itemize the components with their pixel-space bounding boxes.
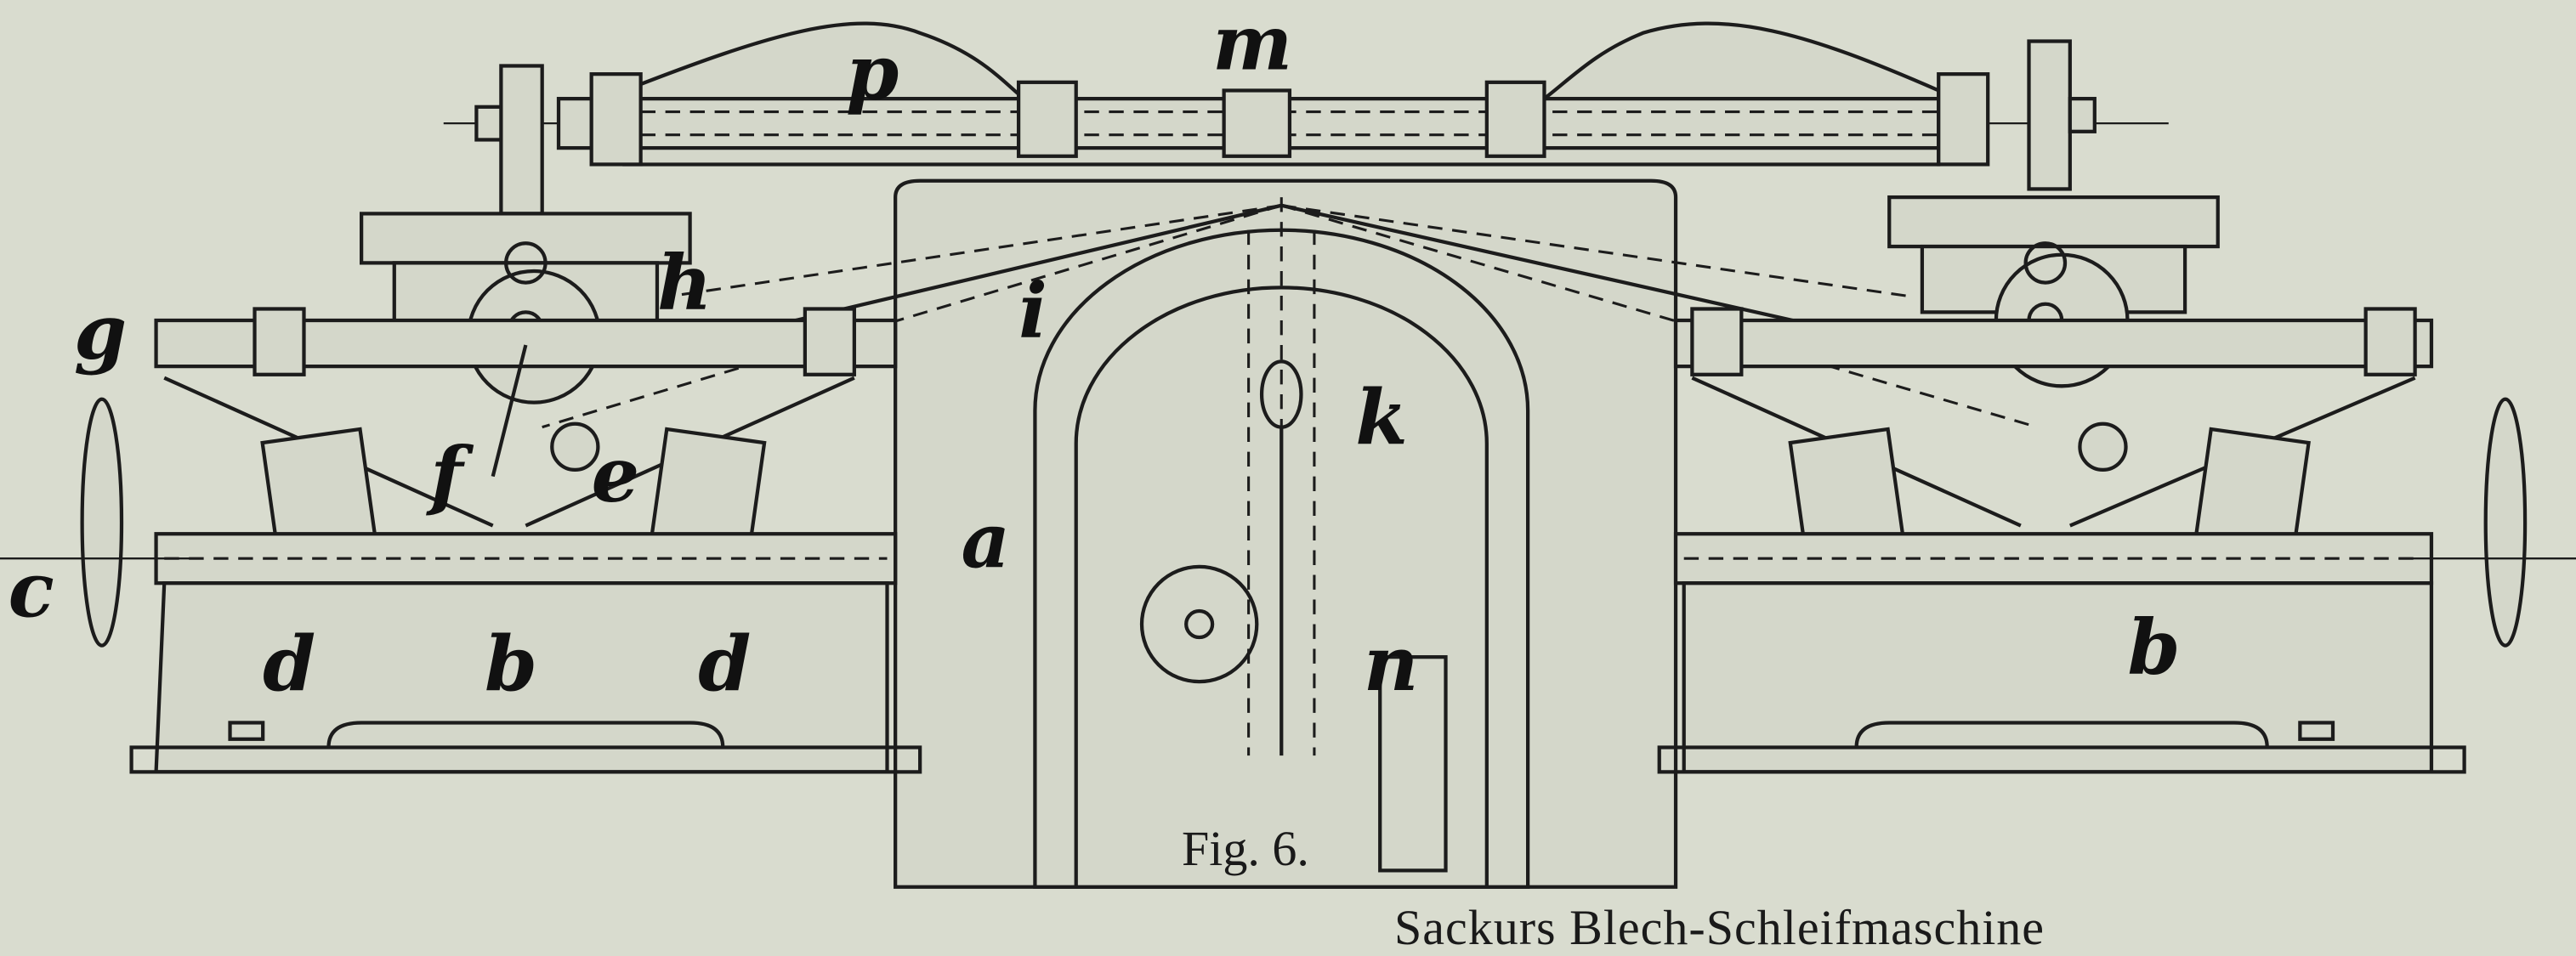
handwheel-right xyxy=(2483,397,2528,648)
left-unit xyxy=(0,212,922,774)
label-p: p xyxy=(846,28,899,116)
figure-title: Sackurs Blech-Schleifmaschine xyxy=(1394,900,2045,955)
label-d-left: d xyxy=(263,619,315,708)
right-unit xyxy=(1657,195,2576,774)
label-n: n xyxy=(1364,619,1419,708)
label-e: e xyxy=(592,431,640,519)
label-b-right: b xyxy=(2127,602,2180,691)
label-d-center: d xyxy=(698,619,751,708)
label-k: k xyxy=(1355,373,1408,461)
label-b-left: b xyxy=(485,619,537,708)
grinding-wheel-right xyxy=(2027,39,2072,191)
label-a: a xyxy=(961,496,1010,585)
machine-drawing: p m h g i k f e a c d b d n b xyxy=(0,0,2576,889)
label-g: g xyxy=(74,287,127,376)
label-f: f xyxy=(425,431,474,519)
figure-number: Fig. 6. xyxy=(1182,821,1309,876)
top-beam xyxy=(443,21,2169,167)
label-m: m xyxy=(1212,0,1292,87)
label-i: i xyxy=(1018,266,1047,354)
central-column xyxy=(542,178,2038,889)
grinding-wheel-left xyxy=(499,64,544,216)
hub-m xyxy=(1222,88,1292,158)
label-c: c xyxy=(9,546,54,634)
label-h: h xyxy=(657,238,712,326)
handwheel-left xyxy=(80,397,124,648)
